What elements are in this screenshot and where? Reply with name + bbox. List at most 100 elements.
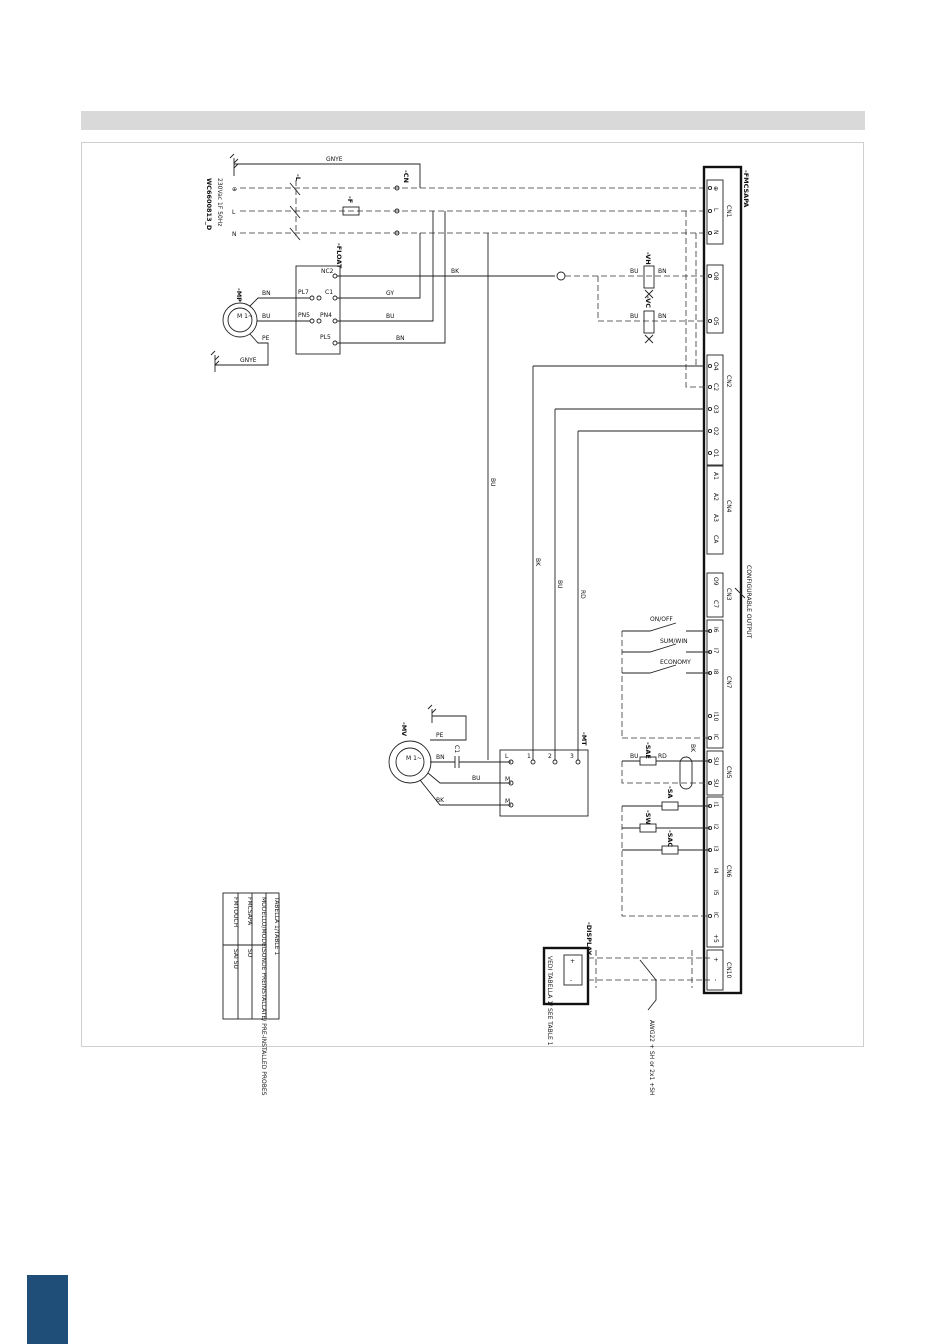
ground-symbol-top: [229, 153, 239, 176]
table-header-model: MODELLO/MODEL: [260, 897, 267, 951]
float-terminal-pn4: PN4: [320, 312, 332, 319]
cn6-pin-i5: I5: [712, 890, 719, 896]
connector-cn8: [706, 264, 724, 334]
wire-label-gy: GY: [386, 290, 394, 297]
main-switch: [289, 180, 301, 241]
ground-symbol-fan: [427, 704, 437, 723]
wire-label-bn-vh: BN: [658, 268, 667, 275]
table-header-probes: SONDE PREINSTALLATE/ PRE-INSTALLED PROBE…: [260, 949, 267, 1096]
cn4-pin-a3: A3: [712, 514, 719, 522]
table-title: TABELLA 1/TABLE 1: [273, 896, 280, 955]
fan-terminal-1: 1: [527, 753, 531, 760]
wire-label-rd-fan: RD: [579, 590, 586, 599]
sensor-sac-symbol: [661, 845, 679, 855]
board-fmcsapa: [702, 165, 743, 995]
cn1-pin-n: N: [712, 230, 719, 235]
diagram-frame: [81, 142, 864, 1047]
configurable-output-label: CONFIGURABLE OUTPUT: [745, 565, 752, 639]
capacitor-label: C1: [453, 745, 460, 753]
section-header-bar: [81, 111, 865, 130]
cn6-pin-i1: I1: [712, 802, 719, 808]
cn1-label: CN1: [725, 205, 732, 218]
cn2-pin-o2: O2: [712, 427, 719, 436]
display-pin-plus: +: [570, 958, 575, 965]
fan-motor-label: -MV: [400, 722, 408, 736]
wire-label-bu-float: BU: [386, 313, 395, 320]
wire-label-rd-sensor: RD: [658, 753, 667, 760]
sensor-sac-label: -SAC: [666, 830, 674, 847]
wire-label-bn-float: BN: [396, 335, 405, 342]
cn4-pin-ca: CA: [712, 535, 719, 544]
pump-motor-symbol: M 1~: [237, 313, 253, 320]
valve-vh-label: -VH: [644, 252, 652, 265]
connector-cn4: [706, 465, 724, 555]
connector-cn7: [706, 619, 724, 749]
sensor-sa-label: -SA: [666, 786, 674, 798]
cn1-pin-pe: ⊕: [712, 186, 719, 191]
fan-terminal-3: 3: [570, 753, 574, 760]
valve-symbols: [644, 289, 654, 344]
display-note: VEDI TABELLA 1/ SEE TABLE 1: [546, 956, 553, 1046]
connector-cn3: [706, 572, 724, 618]
wire-label-gnye-pump: GNYE: [240, 357, 257, 364]
ground-symbol-pump: [210, 350, 220, 372]
cn7-pin-i6: I6: [712, 627, 719, 633]
float-terminal-nc2: NC2: [321, 268, 334, 275]
cable-note: AWG22 + SH or 2x1 +SH: [648, 1020, 655, 1096]
valve-vc-coil: [643, 310, 655, 334]
probe-table: TABELLA 1/TABLE 1 MODELLO/MODEL SONDE PR…: [222, 892, 280, 1096]
wire-label-bn-fan: BN: [436, 754, 445, 761]
float-terminal-c1: C1: [325, 289, 333, 296]
cn7-pin-i8: I8: [712, 669, 719, 675]
wire-label-bu-sensor: BU: [630, 753, 639, 760]
display-label: -DISPLAY: [585, 922, 593, 956]
table-row1-model: FMCSAPA: [246, 897, 253, 926]
wire-label-bu-vc: BU: [630, 313, 639, 320]
pump-motor-circle: [222, 302, 258, 338]
fan-terminal-2: 2: [548, 753, 552, 760]
sensor-sw-label: -SW: [644, 810, 652, 825]
display-box: [542, 946, 590, 1006]
connector-cn1: [706, 179, 724, 245]
fuse-label: -F: [346, 196, 354, 203]
fan-terminal-m1: M: [505, 776, 510, 783]
table-row2-model: FMTOUCH: [232, 897, 239, 927]
cn1-pin-l: L: [712, 208, 719, 212]
wire-label-bk-fan-motor: BK: [436, 797, 445, 804]
cn3-pin-o9: O9: [712, 577, 719, 586]
cn10-label: CN10: [725, 962, 732, 978]
sensor-sae-label: -SAE: [644, 742, 652, 759]
cn4-pin-a1: A1: [712, 472, 719, 480]
supply-label: 230Vac 1F 50Hz: [216, 178, 223, 226]
cn10-pin-minus: -: [712, 979, 719, 981]
float-switch-box: [295, 265, 341, 355]
sensor-sae-symbol: [639, 756, 657, 766]
wire-label-bu-vh: BU: [630, 268, 639, 275]
float-terminal-pn5: PN5: [298, 312, 310, 319]
valve-vc-label: -VC: [644, 296, 652, 308]
cn5-label: CN5: [725, 766, 732, 779]
doc-code: WC6600813_D: [205, 178, 213, 231]
cn2-pin-o1: O1: [712, 449, 719, 458]
wire-label-bk-float: BK: [451, 268, 460, 275]
float-label: -FLOAT: [335, 243, 343, 269]
fan-terminal-label: -MT: [580, 732, 588, 746]
wire-label-gnye-top: GNYE: [326, 156, 343, 163]
display-pin-minus: -: [570, 977, 572, 984]
wire-label-bn-vc: BN: [658, 313, 667, 320]
wire-label-bk-fan: BK: [534, 558, 541, 567]
sensor-sa-symbol: [661, 801, 679, 811]
cn2-label: CN2: [725, 375, 732, 388]
main-switch-label: -L: [294, 174, 302, 181]
cn2-pin-o4: O4: [712, 362, 719, 371]
cn8-pin-o5: O5: [712, 317, 719, 326]
cn2-pin-c2: C2: [712, 383, 719, 391]
connector-cn10: [706, 949, 724, 991]
fuse-symbol: [342, 206, 360, 216]
cn4-pin-a2: A2: [712, 493, 719, 501]
connector-cn2: [706, 354, 724, 466]
cn5-pin-su-2: SU: [712, 779, 719, 787]
connector-plug: [556, 271, 566, 281]
wire-label-bn-pump: BN: [262, 290, 271, 297]
table-row2-probes: SAI SU: [232, 949, 239, 969]
